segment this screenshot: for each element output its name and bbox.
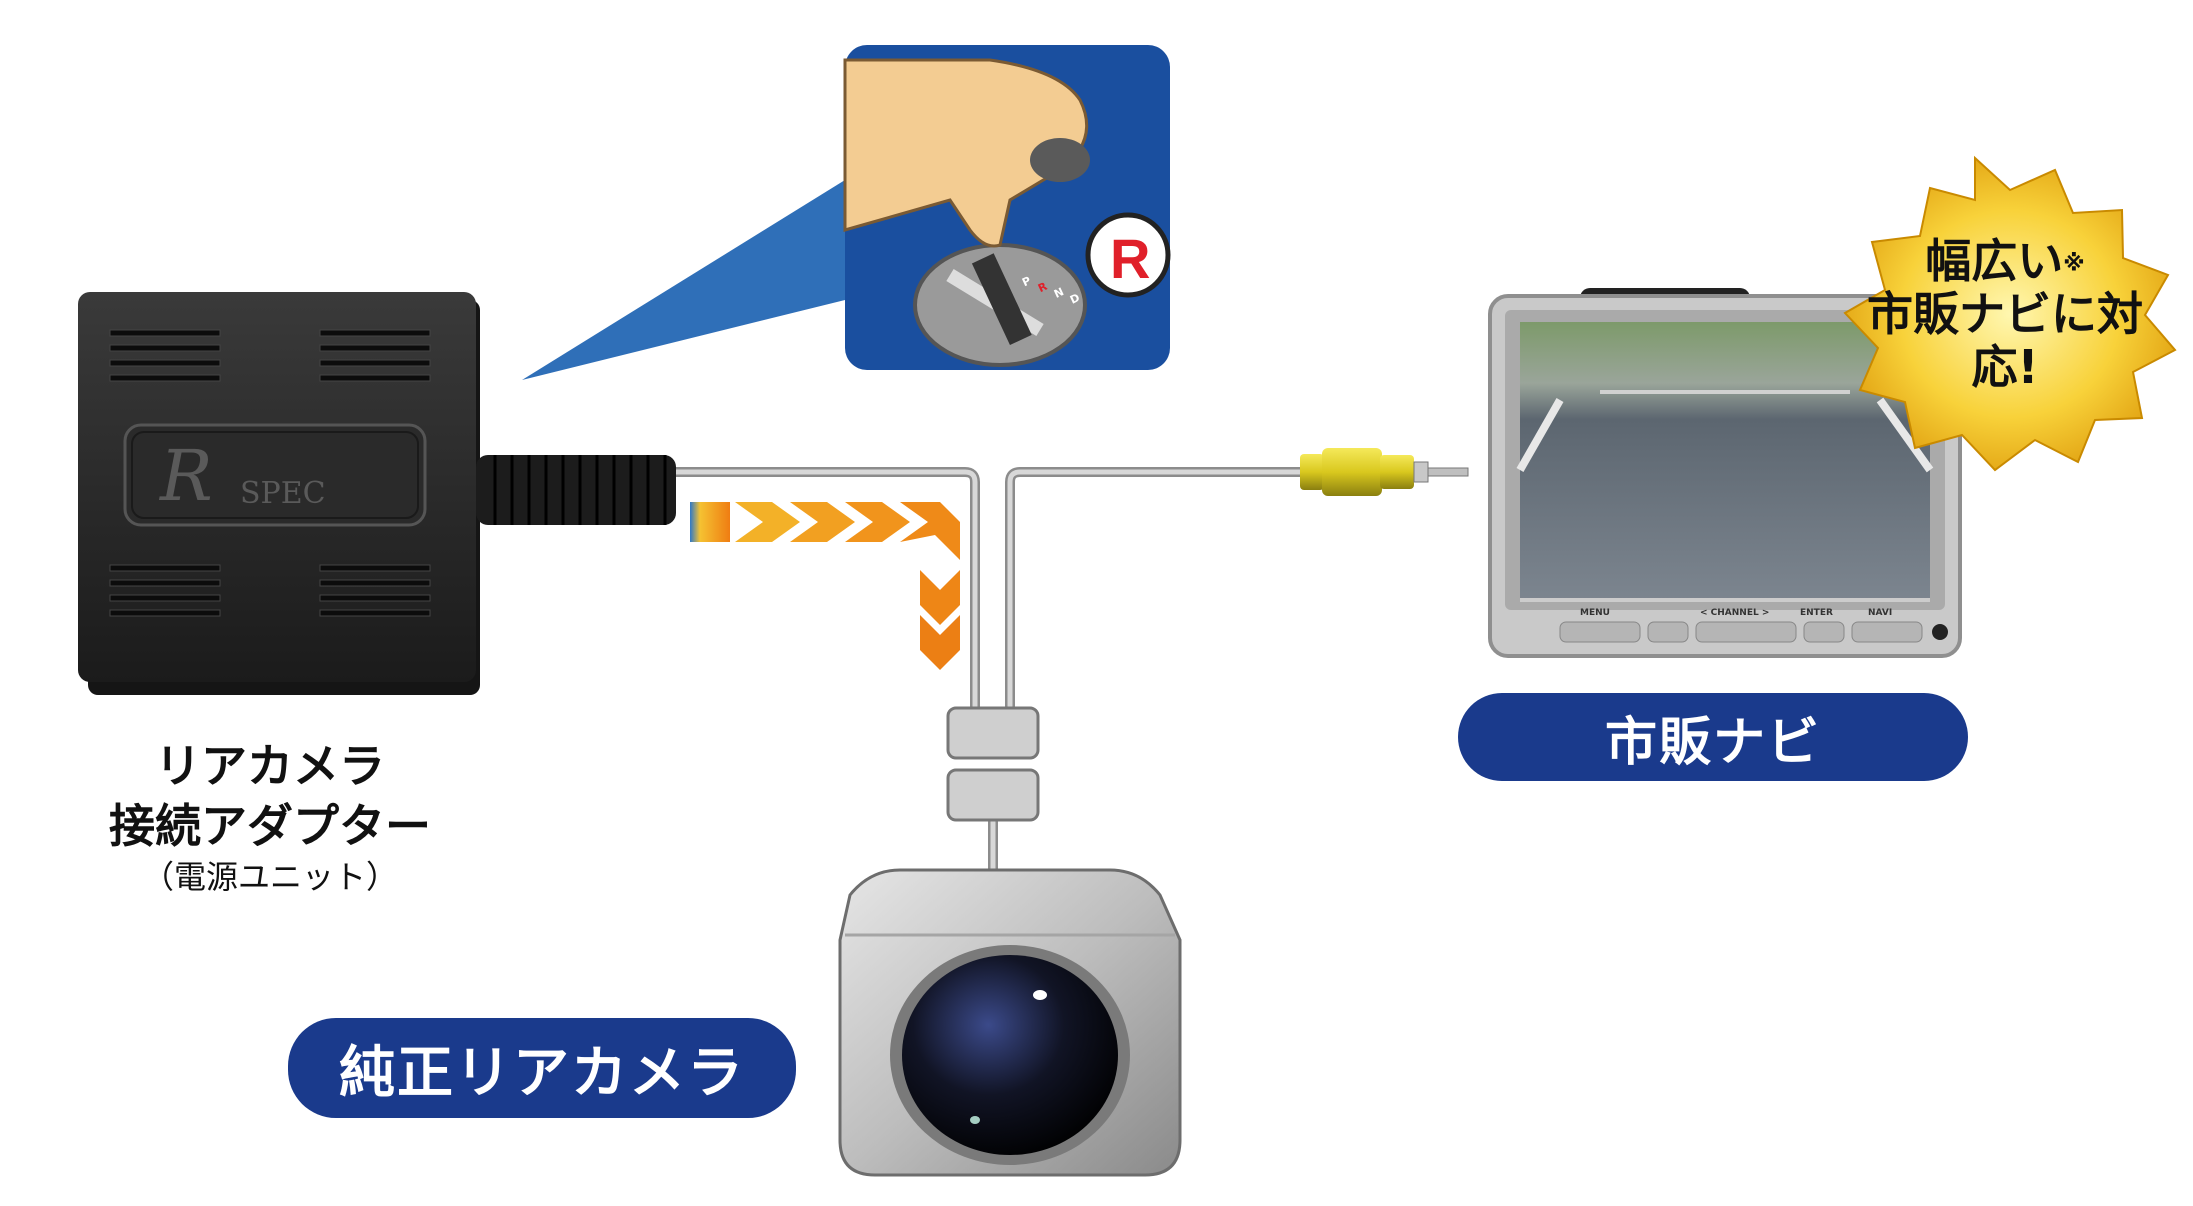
camera-label-pill: 純正リアカメラ: [288, 1018, 796, 1118]
burst-line1: 幅広い: [1925, 234, 2064, 288]
adapter-logo-spec: SPEC: [240, 476, 326, 511]
monitor-label-pill: 市販ナビ: [1458, 693, 1968, 781]
callout-wedge: [522, 180, 845, 380]
monitor: [1488, 288, 1962, 658]
monitor-button-navi[interactable]: NAVI: [1868, 608, 1893, 618]
burst-line2: 市販ナビに対応!: [1867, 286, 2143, 394]
cables: [676, 467, 1300, 875]
burst-text: 幅広い※ 市販ナビに対応!: [1840, 235, 2170, 394]
adapter-label-line1: リアカメラ: [155, 739, 385, 793]
camera-lens: [902, 955, 1118, 1155]
burst-note-mark: ※: [2063, 251, 2085, 277]
shifter-panel: R: [843, 45, 1171, 370]
camera-body: [838, 868, 1182, 1177]
signal-arrow: [690, 502, 960, 670]
monitor-button-menu[interactable]: MENU: [1580, 608, 1610, 618]
gear-letter-r: R: [1036, 279, 1050, 296]
gear-letter-n: N: [1052, 285, 1066, 301]
ferrite-clamps: [946, 706, 1040, 822]
adapter-logo-r: R: [158, 435, 213, 517]
adapter-label-line3: （電源ユニット）: [141, 858, 398, 896]
monitor-button-enter[interactable]: ENTER: [1800, 608, 1833, 618]
gear-badge: R: [1110, 227, 1150, 290]
adapter-box: R SPEC: [78, 292, 676, 695]
adapter-label-line2: 接続アダプター: [109, 799, 431, 853]
gear-letter-d: D: [1067, 291, 1082, 307]
rca-plug: [1300, 448, 1469, 496]
monitor-screen: [1520, 322, 1930, 600]
monitor-button-channel[interactable]: < CHANNEL >: [1700, 608, 1770, 618]
coverage-burst: [1843, 155, 2177, 472]
